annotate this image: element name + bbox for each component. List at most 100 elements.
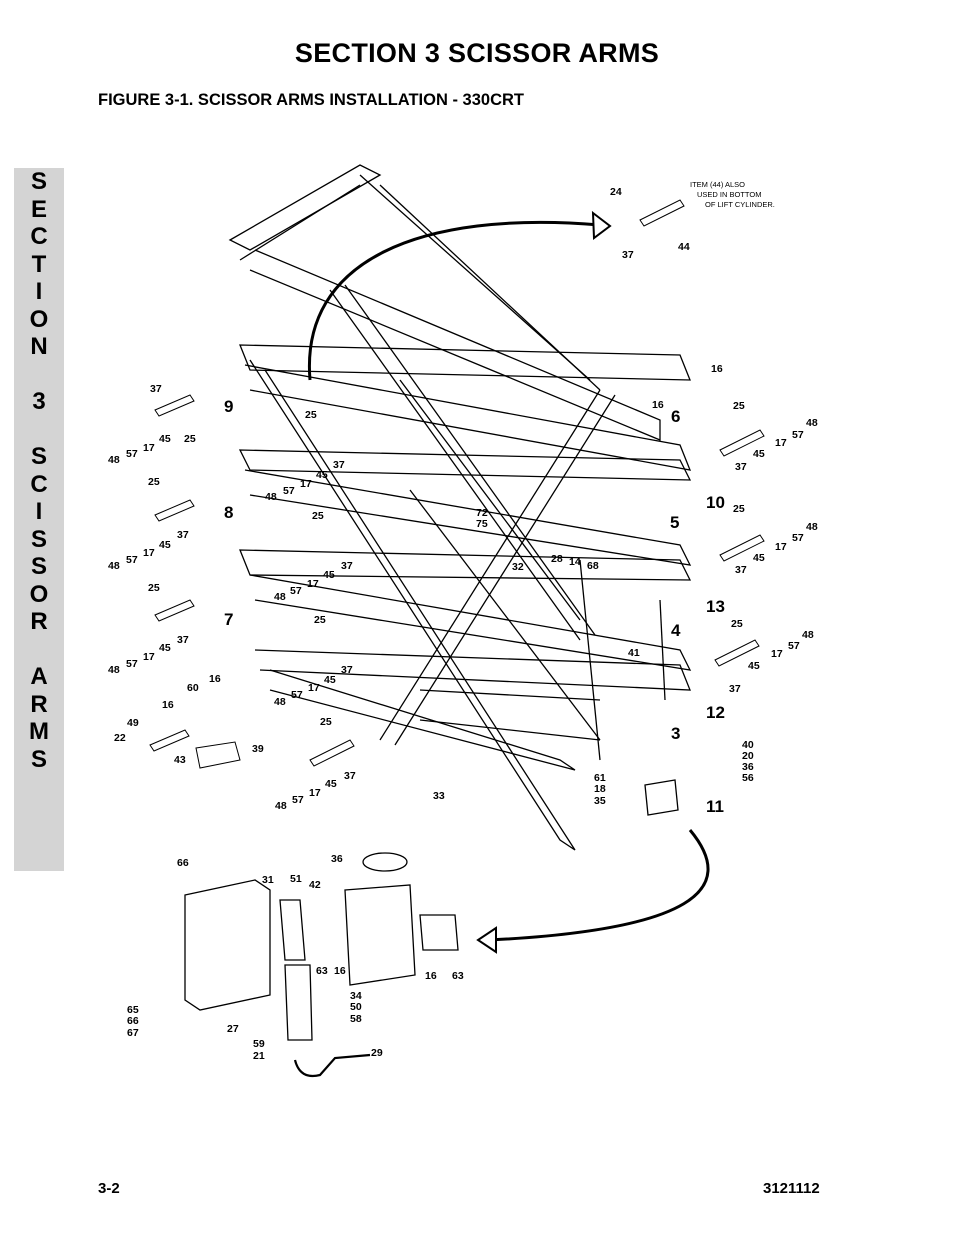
- callout-37: 37: [150, 383, 162, 395]
- callout-16: 16: [162, 699, 174, 711]
- tab-letter: R: [30, 690, 48, 718]
- callout-57: 57: [792, 429, 804, 441]
- callout-37: 37: [344, 770, 356, 782]
- callout-68: 68: [587, 560, 599, 572]
- callout-17: 17: [143, 651, 155, 663]
- pin-hardware-linework: [149, 199, 765, 769]
- callout-57: 57: [290, 585, 302, 597]
- callout-27: 27: [227, 1023, 239, 1035]
- callout-20: 20: [742, 750, 754, 762]
- callout-18: 18: [594, 783, 606, 795]
- callout-45: 45: [753, 448, 765, 460]
- callout-7: 7: [224, 610, 233, 629]
- callout-45: 45: [748, 660, 760, 672]
- callout-43: 43: [174, 754, 186, 766]
- callout-57: 57: [292, 794, 304, 806]
- callout-58: 58: [350, 1013, 362, 1025]
- page-number: 3-2: [98, 1180, 120, 1197]
- callout-45: 45: [324, 674, 336, 686]
- callout-16: 16: [425, 970, 437, 982]
- callout-29: 29: [371, 1047, 383, 1059]
- callout-57: 57: [126, 658, 138, 670]
- callout-17: 17: [309, 787, 321, 799]
- callout-37: 37: [177, 529, 189, 541]
- callout-14: 14: [569, 556, 581, 568]
- callout-37: 37: [333, 459, 345, 471]
- callout-56: 56: [742, 772, 754, 784]
- tab-letter: S: [30, 745, 47, 773]
- callout-48: 48: [806, 521, 818, 533]
- arrow-head-top: [591, 210, 612, 240]
- callout-67: 67: [127, 1027, 139, 1039]
- scissor-structure-linework: [228, 164, 692, 851]
- callout-17: 17: [143, 547, 155, 559]
- callout-17: 17: [771, 648, 783, 660]
- callout-39: 39: [252, 743, 264, 755]
- callout-42: 42: [309, 879, 321, 891]
- document-number: 3121112: [763, 1180, 820, 1197]
- tab-letter: O: [29, 305, 49, 333]
- arrow-head-bottom: [476, 926, 497, 954]
- note-line-1: ITEM (44) ALSO: [690, 180, 745, 189]
- callout-16: 16: [334, 965, 346, 977]
- callout-63: 63: [452, 970, 464, 982]
- callout-37: 37: [622, 249, 634, 261]
- callout-45: 45: [325, 778, 337, 790]
- callout-60: 60: [187, 682, 199, 694]
- callout-45: 45: [323, 569, 335, 581]
- callout-17: 17: [300, 478, 312, 490]
- callout-36: 36: [331, 853, 343, 865]
- callout-16: 16: [711, 363, 723, 375]
- callout-4: 4: [671, 621, 681, 640]
- callout-48: 48: [806, 417, 818, 429]
- callout-25: 25: [148, 582, 160, 594]
- callout-9: 9: [224, 397, 233, 416]
- callout-37: 37: [735, 461, 747, 473]
- callout-17: 17: [308, 682, 320, 694]
- tab-letter: T: [31, 250, 47, 278]
- callout-25: 25: [320, 716, 332, 728]
- tab-letter: I: [35, 278, 43, 305]
- callout-21: 21: [253, 1050, 265, 1062]
- callout-48: 48: [108, 560, 120, 572]
- callout-13: 13: [706, 597, 725, 616]
- callout-44: 44: [678, 241, 690, 253]
- tab-letter: M: [29, 718, 49, 745]
- callout-25: 25: [733, 503, 745, 515]
- callout-57: 57: [283, 485, 295, 497]
- callout-37: 37: [177, 634, 189, 646]
- callout-65: 65: [127, 1004, 139, 1016]
- tab-letter: C: [30, 223, 48, 250]
- note-line-3: OF LIFT CYLINDER.: [705, 200, 775, 209]
- callout-25: 25: [312, 510, 324, 522]
- callout-37: 37: [341, 664, 353, 676]
- curved-arrow-top: [307, 220, 601, 381]
- callout-17: 17: [143, 442, 155, 454]
- callout-11: 11: [706, 797, 724, 816]
- tab-letter: E: [30, 195, 47, 223]
- callout-25: 25: [184, 433, 196, 445]
- callout-75: 75: [476, 518, 488, 530]
- callout-22: 22: [114, 732, 126, 744]
- callout-41: 41: [628, 647, 640, 659]
- callout-33: 33: [433, 790, 445, 802]
- tab-letter: S: [30, 553, 47, 580]
- callout-66: 66: [177, 857, 189, 869]
- callout-57: 57: [792, 532, 804, 544]
- callout-48: 48: [265, 491, 277, 503]
- tab-letter: 3: [32, 388, 46, 415]
- callout-57: 57: [291, 689, 303, 701]
- callout-48: 48: [275, 800, 287, 812]
- figure-title: FIGURE 3-1. SCISSOR ARMS INSTALLATION - …: [98, 91, 524, 109]
- callout-25: 25: [314, 614, 326, 626]
- tab-letter: S: [30, 443, 47, 470]
- callout-25: 25: [305, 409, 317, 421]
- callout-48: 48: [802, 629, 814, 641]
- callout-37: 37: [729, 683, 741, 695]
- callout-8: 8: [224, 503, 233, 522]
- callout-34: 34: [350, 990, 362, 1002]
- callout-63: 63: [316, 965, 328, 977]
- callout-16: 16: [652, 399, 664, 411]
- callout-59: 59: [253, 1038, 265, 1050]
